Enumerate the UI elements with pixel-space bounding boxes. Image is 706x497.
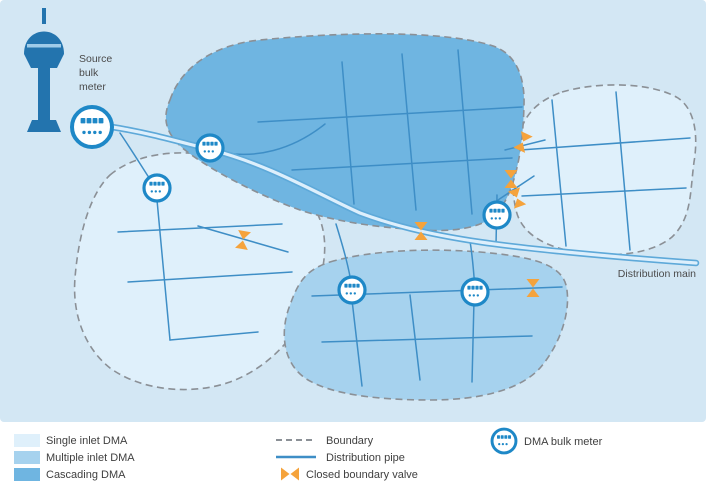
legend-label-multiple-inlet: Multiple inlet DMA (46, 452, 135, 464)
distribution-main-pipe (108, 123, 700, 267)
dma-region-cascading-top (165, 33, 525, 232)
legend-label-closed-boundary-valve: Closed boundary valve (306, 469, 418, 481)
dma-bulk-meter-icon (337, 275, 367, 305)
dma-region-single-right (512, 84, 697, 256)
dma-bulk-meter-icon (142, 173, 172, 203)
legend-item-multiple-inlet: Multiple inlet DMA (14, 451, 135, 464)
legend-item-closed-boundary-valve: Closed boundary valve (281, 467, 418, 481)
legend-swatch-cascading (14, 468, 40, 481)
legend-closed-boundary-valve-icon (281, 467, 299, 481)
svg-text:bulk: bulk (79, 67, 99, 79)
legend-swatch-single-inlet (14, 434, 40, 447)
legend-dma-bulk-meter-icon (490, 427, 518, 455)
legend-label-boundary: Boundary (326, 435, 374, 447)
legend-label-dma-bulk-meter: DMA bulk meter (524, 436, 603, 448)
svg-text:meter: meter (79, 81, 106, 93)
legend-item-dma-bulk-meter: DMA bulk meter (490, 427, 603, 455)
dma-bulk-meter-icon (460, 277, 490, 307)
legend-item-boundary: Boundary (276, 435, 374, 447)
source-bulk-meter-icon (70, 105, 114, 149)
water-tower (24, 8, 64, 132)
legend-item-cascading: Cascading DMA (14, 468, 126, 481)
source-bulk-meter-label: Source bulk meter (79, 53, 112, 93)
legend-item-single-inlet: Single inlet DMA (14, 434, 128, 447)
dma-bulk-meter-icon (195, 133, 225, 163)
legend: Single inlet DMA Multiple inlet DMA Casc… (14, 427, 603, 481)
legend-label-single-inlet: Single inlet DMA (46, 435, 128, 447)
legend-label-distribution-pipe: Distribution pipe (326, 452, 405, 464)
pipes-right-region (497, 91, 691, 251)
distribution-main-label: Distribution main (618, 268, 696, 280)
legend-swatch-multiple-inlet (14, 451, 40, 464)
dma-bulk-meter-icon (482, 200, 512, 230)
svg-text:Source: Source (79, 53, 112, 65)
legend-label-cascading: Cascading DMA (46, 469, 126, 481)
legend-item-distribution-pipe: Distribution pipe (276, 452, 405, 464)
dma-region-multiple-bottom (283, 249, 569, 401)
